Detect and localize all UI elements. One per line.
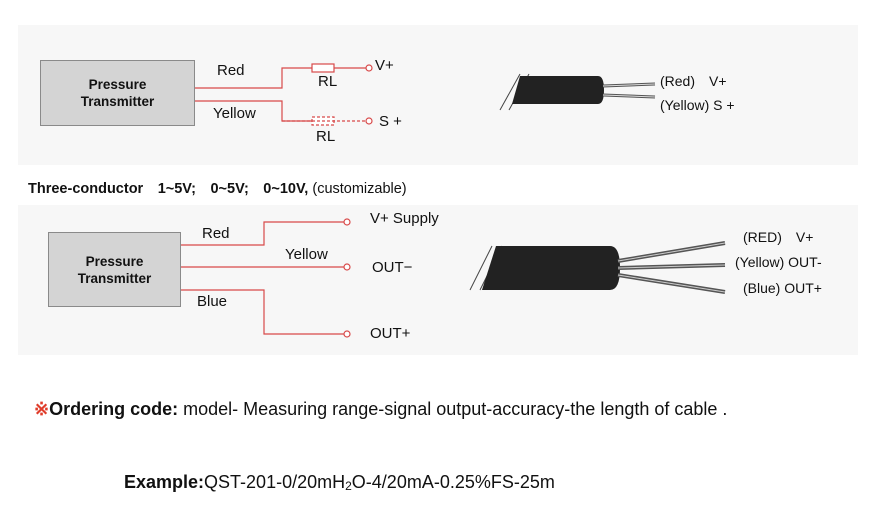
resistor-label-top: RL [318, 73, 338, 90]
cable-label-red-bottom: (RED) V+ [743, 229, 814, 245]
blue-wire-bottom [180, 289, 344, 335]
terminal-v-plus-supply [343, 218, 351, 226]
terminal-out-plus [343, 330, 351, 338]
terminal-label-v-plus: V+ [375, 57, 394, 74]
heading-main: Three-conductor 1~5V; 0~5V; 0~10V, [28, 181, 309, 197]
example-code-sub: 2 [345, 479, 352, 493]
example-line: Example:QST-201-0/20mH2O-4/20mA-0.25%FS-… [124, 472, 555, 493]
red-wire-label-top: Red [217, 62, 245, 79]
cable-label-yellow-bottom: (Yellow) OUT- [735, 254, 822, 270]
two-wire-cable-illustration [499, 73, 656, 111]
terminal-label-supply: V+ Supply [370, 210, 439, 227]
box-label-line2: Transmitter [80, 94, 155, 109]
example-code-post: O-4/20mA-0.25%FS-25m [351, 472, 555, 492]
ordering-code-description: model- Measuring range-signal output-acc… [178, 399, 728, 419]
example-label: Example: [124, 472, 205, 492]
terminal-label-out-plus: OUT+ [370, 325, 411, 342]
pressure-transmitter-box-bottom: Pressure Transmitter [48, 232, 181, 307]
terminal-v-plus-top [365, 64, 373, 72]
terminal-s-plus [365, 117, 373, 125]
ordering-code-label: Ordering code: [49, 399, 179, 419]
red-wire-bottom [180, 221, 344, 246]
cable-label-blue-bottom: (Blue) OUT+ [743, 280, 822, 296]
cable-label-red-top: (Red) V+ [660, 73, 727, 89]
blue-wire-label-bottom: Blue [197, 293, 228, 310]
pressure-transmitter-box-top: Pressure Transmitter [40, 60, 195, 126]
example-code-pre: QST-201-0/20mH [204, 472, 346, 492]
terminal-label-out-minus: OUT− [372, 259, 413, 276]
heading-paren: (customizable) [312, 181, 407, 197]
cable-label-yellow-top: (Yellow) S + [660, 97, 735, 113]
box-label-line2: Transmitter [77, 270, 152, 286]
yellow-wire-label-top: Yellow [213, 105, 256, 122]
yellow-wire-label-bottom: Yellow [285, 246, 328, 263]
resistor-top [311, 63, 335, 73]
three-conductor-heading: Three-conductor 1~5V; 0~5V; 0~10V, (cust… [28, 177, 407, 198]
red-wire-top [194, 67, 312, 89]
box-label-line1: Pressure [88, 77, 147, 92]
terminal-label-s-plus: S + [379, 113, 402, 130]
ordering-code-text: ※Ordering code: model- Measuring range-s… [34, 395, 774, 424]
box-label-line1: Pressure [85, 253, 144, 269]
terminal-out-minus [343, 263, 351, 271]
reference-mark-icon: ※ [34, 399, 50, 419]
resistor-label-bottom: RL [316, 128, 336, 145]
red-wire-label-bottom: Red [202, 225, 230, 242]
three-wire-cable-illustration [469, 241, 726, 294]
